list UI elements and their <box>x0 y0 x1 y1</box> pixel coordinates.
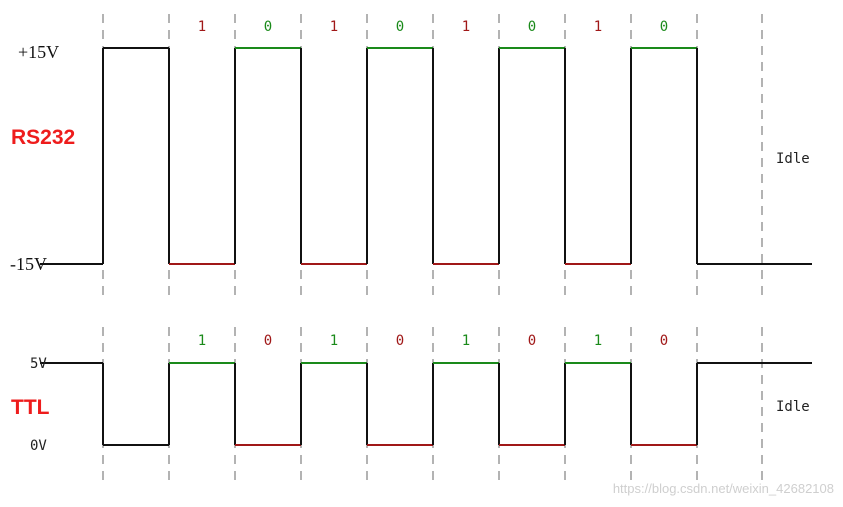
ttl-low-voltage-label: 0V <box>30 438 47 454</box>
rs232-bit-label: 1 <box>462 19 470 35</box>
rs232-idle-label: Idle <box>776 151 810 167</box>
rs232-bit-label: 0 <box>264 19 272 35</box>
rs232-bit-label: 1 <box>594 19 602 35</box>
rs232-bit-label: 0 <box>528 19 536 35</box>
ttl-bit-label: 1 <box>330 333 338 349</box>
rs232-bit-label: 1 <box>330 19 338 35</box>
rs232-bit-labels: 1 0 1 0 1 0 1 0 <box>198 19 668 35</box>
ttl-idle-label: Idle <box>776 399 810 415</box>
ttl-bit-label: 0 <box>396 333 404 349</box>
ttl-bit-labels: 1 0 1 0 1 0 1 0 <box>198 333 668 349</box>
rs232-waveform <box>40 47 812 265</box>
rs232-bit-label: 1 <box>198 19 206 35</box>
rs232-protocol-label: RS232 <box>11 126 75 149</box>
ttl-waveform <box>40 362 812 446</box>
rs232-bit-label: 0 <box>396 19 404 35</box>
ttl-bit-label: 1 <box>198 333 206 349</box>
ttl-protocol-label: TTL <box>11 396 50 419</box>
rs232-bit-label: 0 <box>660 19 668 35</box>
ttl-bit-label: 0 <box>660 333 668 349</box>
ttl-bit-label: 1 <box>594 333 602 349</box>
ttl-high-voltage-label: 5V <box>30 356 47 372</box>
ttl-bit-label: 0 <box>528 333 536 349</box>
rs232-high-voltage-label: +15V <box>18 42 59 62</box>
ttl-bit-label: 0 <box>264 333 272 349</box>
watermark-text: https://blog.csdn.net/weixin_42682108 <box>613 481 834 496</box>
rs232-low-voltage-label: -15V <box>10 254 47 274</box>
ttl-bit-label: 1 <box>462 333 470 349</box>
